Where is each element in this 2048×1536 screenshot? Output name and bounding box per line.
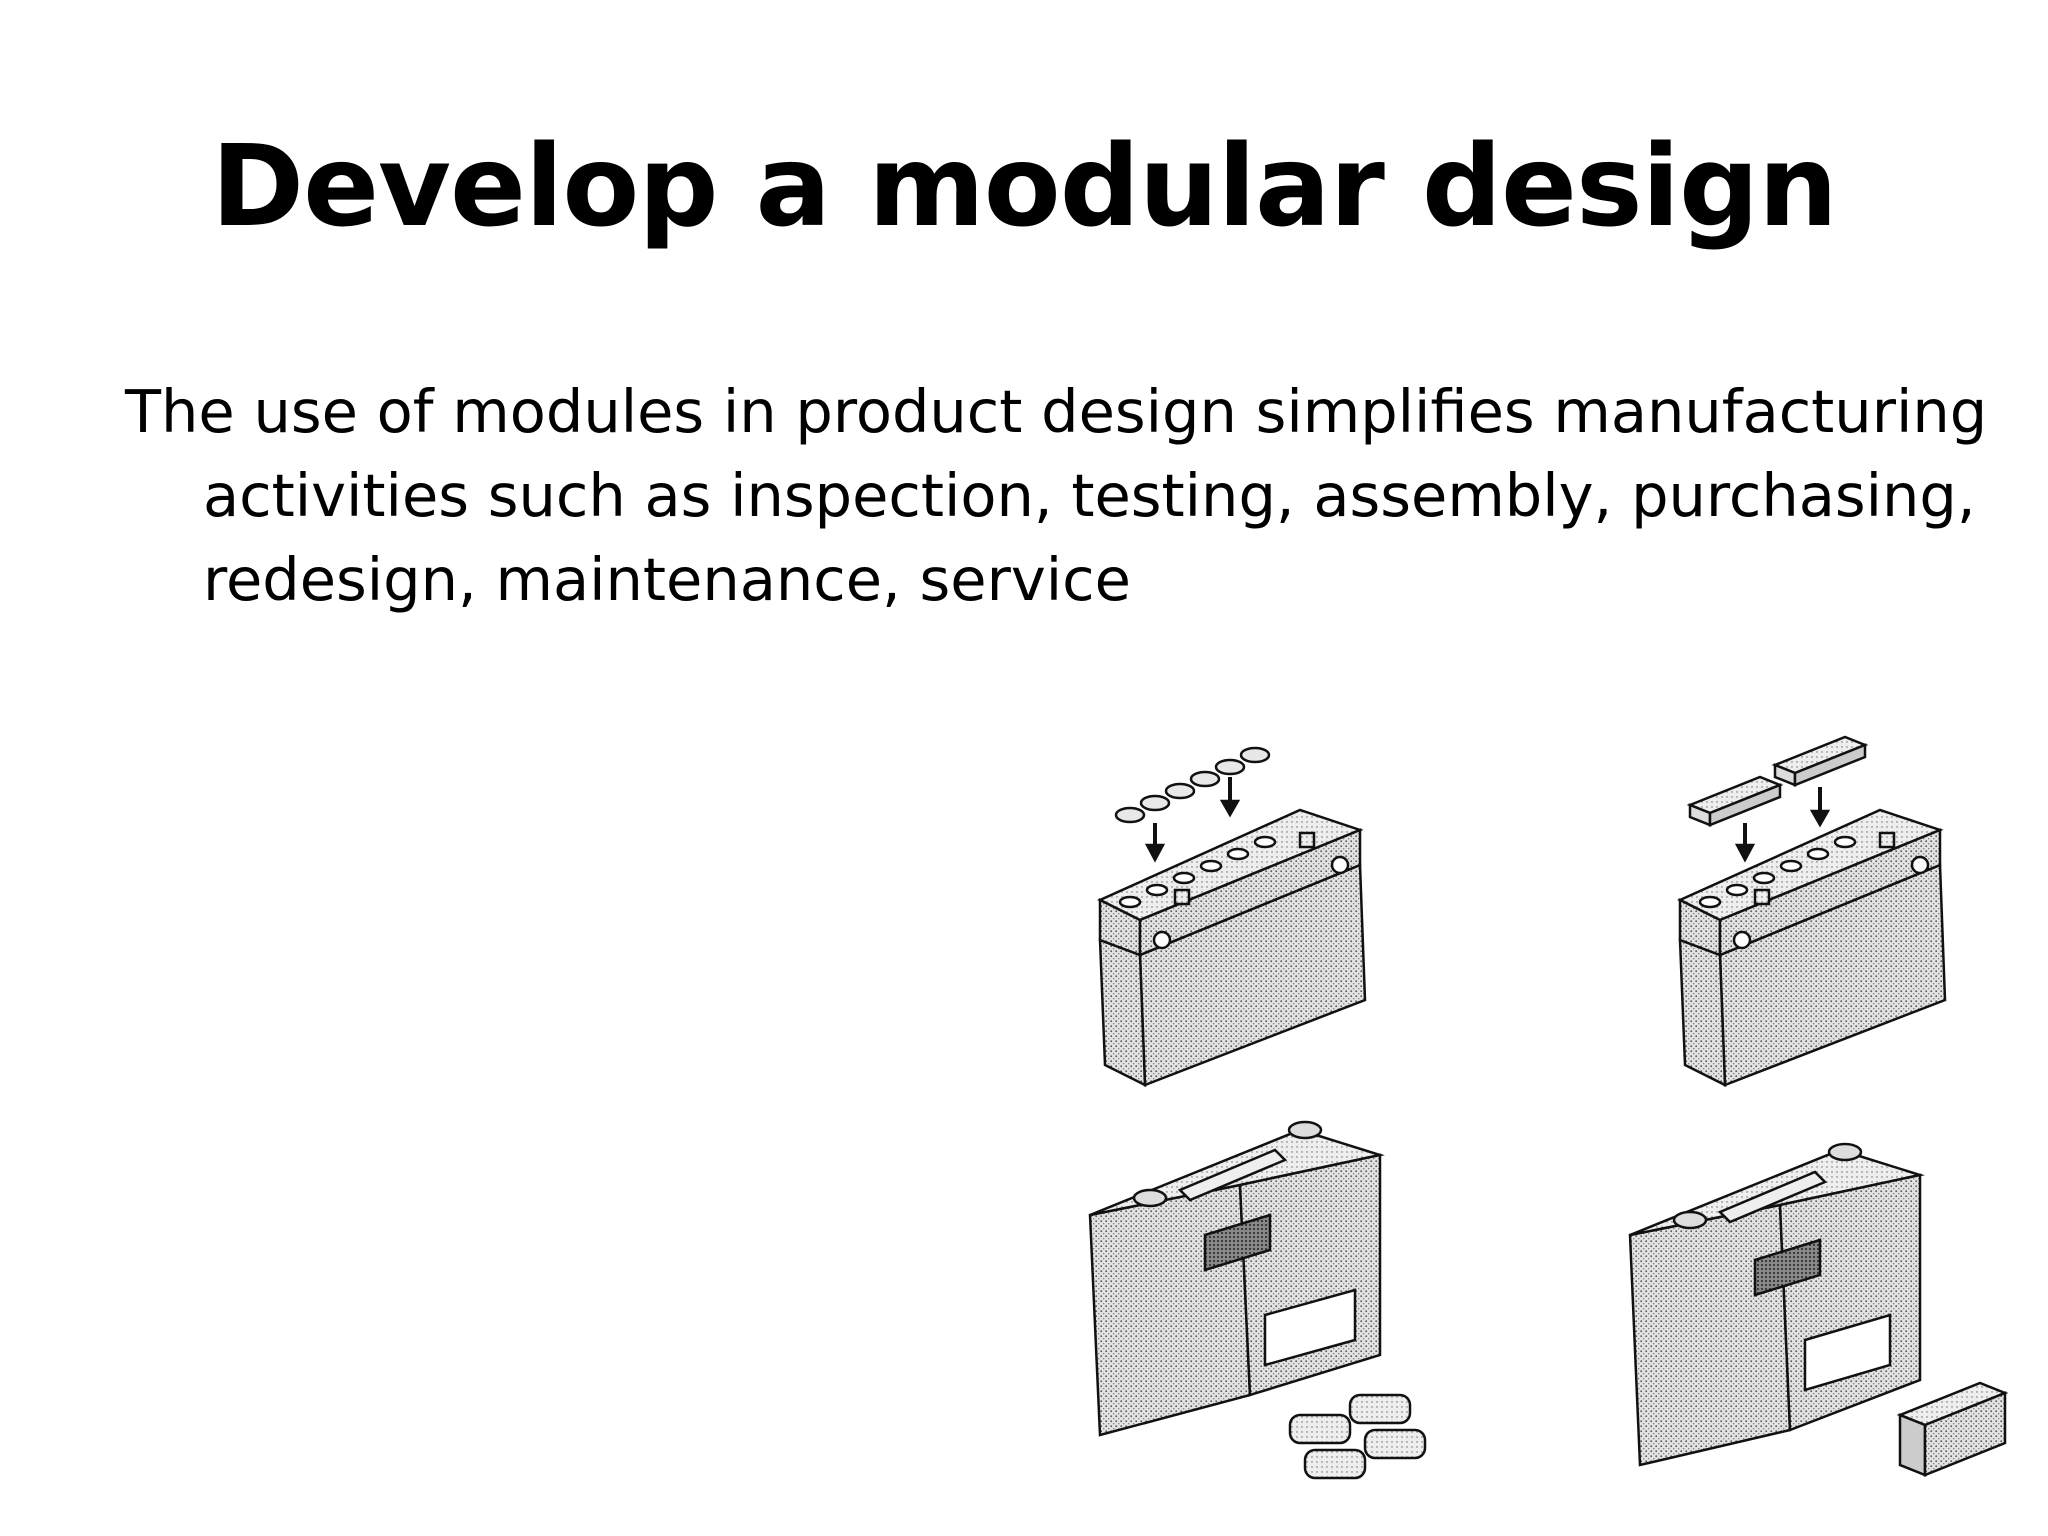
modular-design-illustration xyxy=(1020,715,2020,1495)
battery-with-cell-caps-icon xyxy=(1097,746,1367,1088)
radio-with-battery-pack-icon xyxy=(1628,1142,2009,1477)
slide-body-text: The use of modules in product design sim… xyxy=(125,377,1988,614)
slide-title: Develop a modular design xyxy=(211,122,1838,252)
radio-with-separate-batteries-icon xyxy=(1088,1120,1427,1480)
battery-with-cap-strips-icon xyxy=(1677,735,1947,1088)
